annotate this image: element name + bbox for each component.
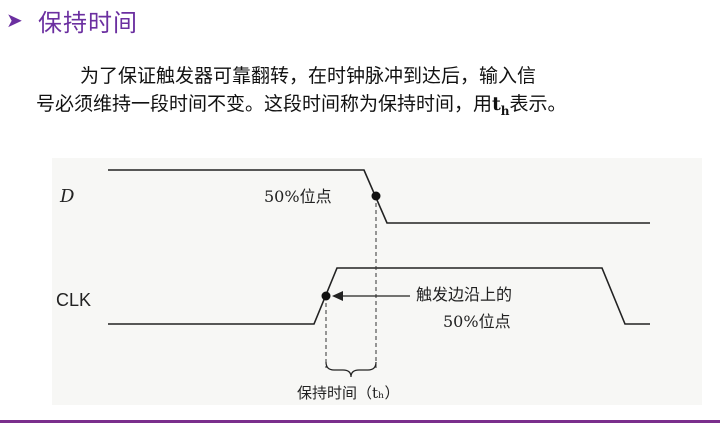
description-paragraph: 为了保证触发器可靠翻转，在时钟脉冲到达后，输入信 号必须维持一段时间不变。这段时… (36, 62, 712, 125)
section-heading: ➤ 保持时间 (6, 4, 138, 37)
symbol-subscript: h (500, 103, 510, 118)
d-signal-label: D (59, 186, 75, 207)
d-point-label: 50%位点 (264, 187, 332, 206)
clk-waveform (108, 267, 650, 325)
symbol-main: t (492, 93, 501, 115)
d-50-percent-point (371, 191, 381, 201)
clk-50-percent-point (321, 291, 331, 301)
paragraph-line-2: 号必须维持一段时间不变。这段时间称为保持时间，用th表示。 (36, 93, 567, 118)
clk-point-label-line1: 触发边沿上的 (416, 285, 512, 304)
hold-time-symbol: th (492, 93, 510, 118)
clk-point-label-line2: 50%位点 (443, 312, 511, 331)
hold-time-brace (325, 361, 377, 378)
bottom-rule (0, 420, 720, 423)
paragraph-line-2-end: 表示。 (509, 93, 567, 115)
paragraph-line-1: 为了保证触发器可靠翻转，在时钟脉冲到达后，输入信 (80, 65, 537, 87)
section-title: 保持时间 (38, 8, 138, 37)
clk-point-arrowhead-icon (332, 291, 343, 301)
arrowhead-bullet-icon: ➤ (6, 8, 23, 32)
timing-diagram: D CLK 50%位点 触发边沿上的 50%位点 保持时间（tₕ） (52, 158, 702, 405)
timing-diagram-svg: D CLK 50%位点 触发边沿上的 50%位点 保持时间（tₕ） (56, 169, 650, 402)
paragraph-line-2-text: 号必须维持一段时间不变。这段时间称为保持时间，用 (36, 93, 493, 115)
hold-time-caption: 保持时间（tₕ） (297, 384, 400, 402)
clk-signal-label: CLK (56, 290, 91, 310)
